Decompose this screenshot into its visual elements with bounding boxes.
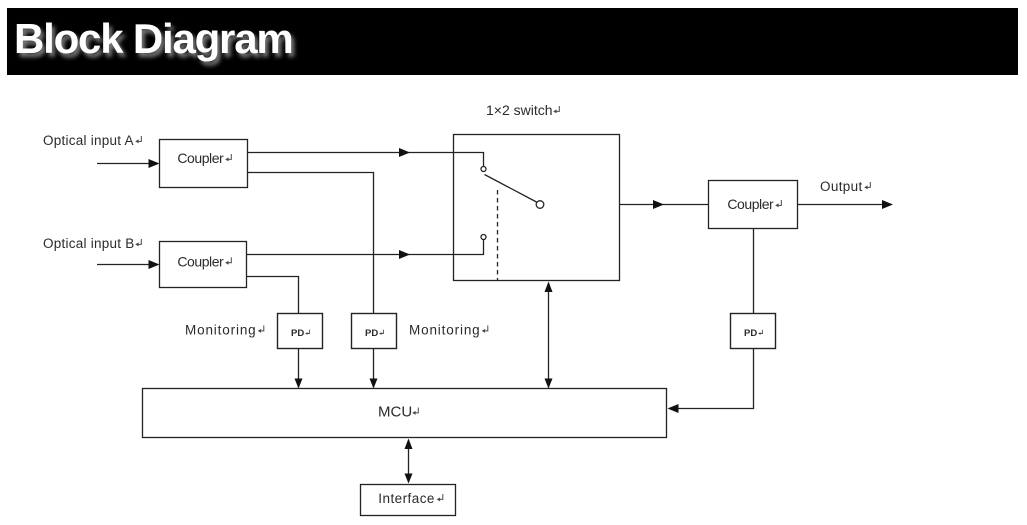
svg-text:PD: PD xyxy=(291,328,304,339)
svg-text:Coupler: Coupler xyxy=(177,150,224,166)
svg-text:Monitoring: Monitoring xyxy=(409,323,481,338)
svg-text:Coupler: Coupler xyxy=(177,253,224,269)
svg-text:Coupler: Coupler xyxy=(727,196,774,212)
svg-text:MCU: MCU xyxy=(378,404,412,421)
svg-text:Interface: Interface xyxy=(378,491,435,506)
svg-text:Optical input B: Optical input B xyxy=(43,236,135,251)
svg-text:PD: PD xyxy=(744,328,757,339)
svg-text:PD: PD xyxy=(365,328,378,339)
svg-text:Monitoring: Monitoring xyxy=(185,323,257,338)
svg-text:1×2 switch: 1×2 switch xyxy=(486,102,553,118)
svg-text:Optical input A: Optical input A xyxy=(43,133,134,148)
svg-text:Output: Output xyxy=(820,179,863,194)
